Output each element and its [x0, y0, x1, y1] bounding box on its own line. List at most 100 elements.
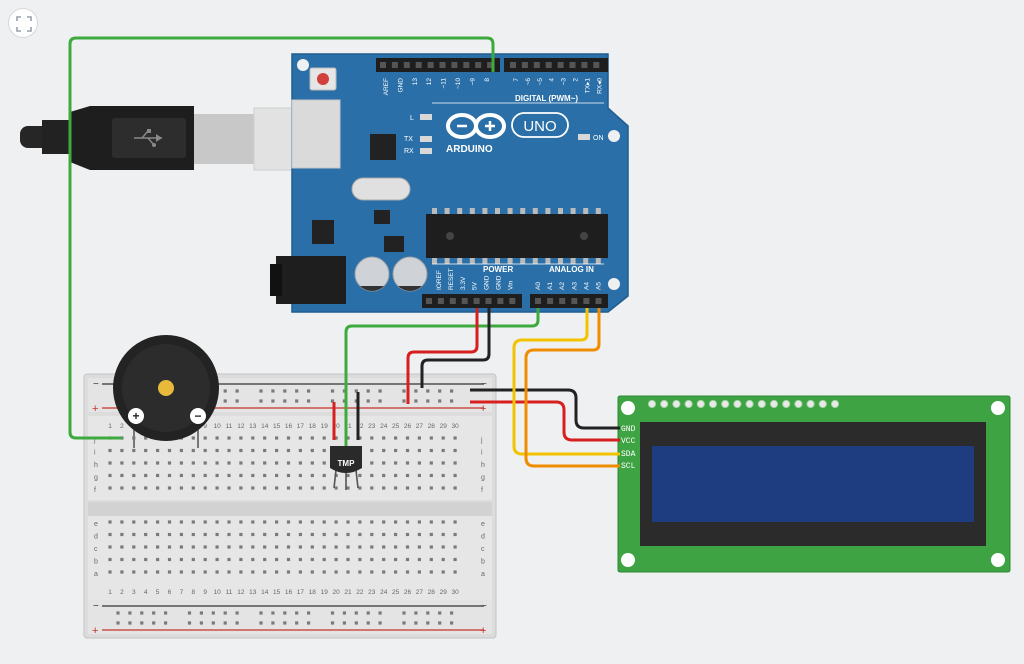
lcd-pin-labels: GND VCC SDA SCL	[621, 425, 636, 471]
row-letter: j	[93, 437, 96, 444]
column-number: 16	[285, 589, 293, 596]
capacitor	[354, 256, 390, 292]
usb-chip	[370, 134, 396, 160]
led-tx-label: TX	[404, 136, 413, 143]
column-number: 26	[404, 589, 412, 596]
pin-label: A3	[571, 282, 578, 290]
arduino-model: UNO	[523, 118, 556, 135]
wire-green-a0-sensor[interactable]	[344, 308, 540, 454]
column-number: 15	[273, 589, 281, 596]
wires[interactable]	[68, 36, 620, 468]
power-jack[interactable]	[270, 256, 346, 304]
rail-minus-label: −	[93, 379, 99, 390]
led-on	[578, 134, 590, 140]
column-number: 2	[120, 423, 124, 430]
usb-icon	[134, 129, 162, 147]
column-number: 28	[428, 589, 436, 596]
column-number: 21	[344, 423, 352, 430]
pin-label: A5	[596, 282, 603, 290]
column-number: 17	[297, 423, 305, 430]
pin-label: IOREF	[436, 270, 443, 290]
pin-label: RX◂0	[596, 78, 603, 94]
lcd-header-pads	[647, 399, 840, 409]
buzzer-minus-label: −	[194, 409, 201, 423]
column-number: 10	[213, 589, 221, 596]
capacitor	[392, 256, 428, 292]
row-letter: f	[481, 487, 483, 494]
row-letter: a	[481, 571, 485, 578]
wire-orange-a5-scl[interactable]	[524, 308, 620, 468]
column-number: 10	[213, 423, 221, 430]
arduino-brand: ARDUINO	[446, 144, 493, 155]
wire-green-pin8-buzzer[interactable]	[68, 36, 495, 440]
row-letter: b	[94, 559, 98, 566]
reset-button[interactable]	[309, 67, 337, 91]
wire-black-rail-lcd-gnd[interactable]	[470, 388, 620, 430]
wire-black-gnd-rail[interactable]	[420, 308, 491, 388]
arduino-logo-icon	[446, 113, 506, 139]
pin-label: 5V	[472, 281, 479, 290]
column-number: 1	[108, 423, 112, 430]
column-number: 7	[180, 589, 184, 596]
tmp-label: TMP	[338, 459, 356, 468]
column-number: 11	[226, 589, 233, 596]
tmp36-sensor[interactable]: TMP	[330, 446, 362, 490]
column-number: 12	[237, 589, 245, 596]
row-letter: b	[481, 559, 485, 566]
lower-terminal-holes[interactable]	[108, 520, 457, 574]
pin-label: ~5	[537, 78, 544, 86]
column-number: 12	[237, 423, 245, 430]
digital-header-right[interactable]	[504, 58, 608, 72]
pin-label: ~3	[561, 78, 568, 86]
column-number: 29	[440, 589, 448, 596]
bottom-rail-holes[interactable]	[116, 611, 454, 625]
rail-plus-label: +	[92, 403, 98, 415]
pin-label: 13	[412, 78, 419, 86]
column-number: 27	[416, 423, 424, 430]
column-number: 20	[332, 589, 340, 596]
pin-label: A4	[583, 282, 590, 290]
mount-hole	[608, 130, 620, 142]
led-tx	[420, 136, 432, 142]
column-number: 23	[368, 423, 376, 430]
lcd-16x2-i2c[interactable]: GND VCC SDA SCL	[617, 395, 1011, 573]
column-number: 4	[144, 589, 148, 596]
usb-cable[interactable]	[20, 106, 309, 171]
piezo-buzzer[interactable]: + −	[113, 335, 219, 448]
chip	[384, 236, 404, 252]
row-letter: d	[481, 534, 485, 541]
column-number: 20	[332, 423, 340, 430]
analog-header[interactable]	[530, 294, 608, 308]
digital-header-left[interactable]	[376, 58, 500, 72]
wire-yellow-a4-sda[interactable]	[512, 308, 620, 456]
power-header[interactable]	[422, 294, 522, 308]
rail-plus-label: +	[480, 403, 486, 415]
pin-label: A2	[559, 282, 566, 290]
lcd-pin-sda: SDA	[621, 450, 636, 459]
pin-label: 12	[426, 78, 433, 86]
wire-red-rail-lcd-vcc[interactable]	[470, 400, 620, 442]
column-number: 5	[156, 589, 160, 596]
fullscreen-button[interactable]	[8, 8, 38, 38]
rail-plus-label: +	[480, 625, 486, 637]
regulator	[312, 220, 334, 244]
column-number: 23	[368, 589, 376, 596]
column-number: 27	[416, 589, 424, 596]
pin-label: 7	[513, 78, 520, 82]
power-header-label: POWER	[483, 265, 513, 274]
column-number: 30	[451, 589, 459, 596]
mount-hole	[991, 553, 1005, 567]
row-letter: i	[94, 450, 96, 457]
arduino-uno-board[interactable]: L TX RX ON ARDUINO UNO DIGITAL (PWM~) PO…	[270, 53, 629, 313]
wire-red-5v-rail[interactable]	[406, 308, 479, 404]
rail-minus-label: −	[93, 601, 99, 612]
row-letter: d	[94, 534, 98, 541]
pin-label: GND	[484, 275, 491, 290]
column-number: 16	[285, 423, 293, 430]
column-number: 29	[440, 423, 448, 430]
